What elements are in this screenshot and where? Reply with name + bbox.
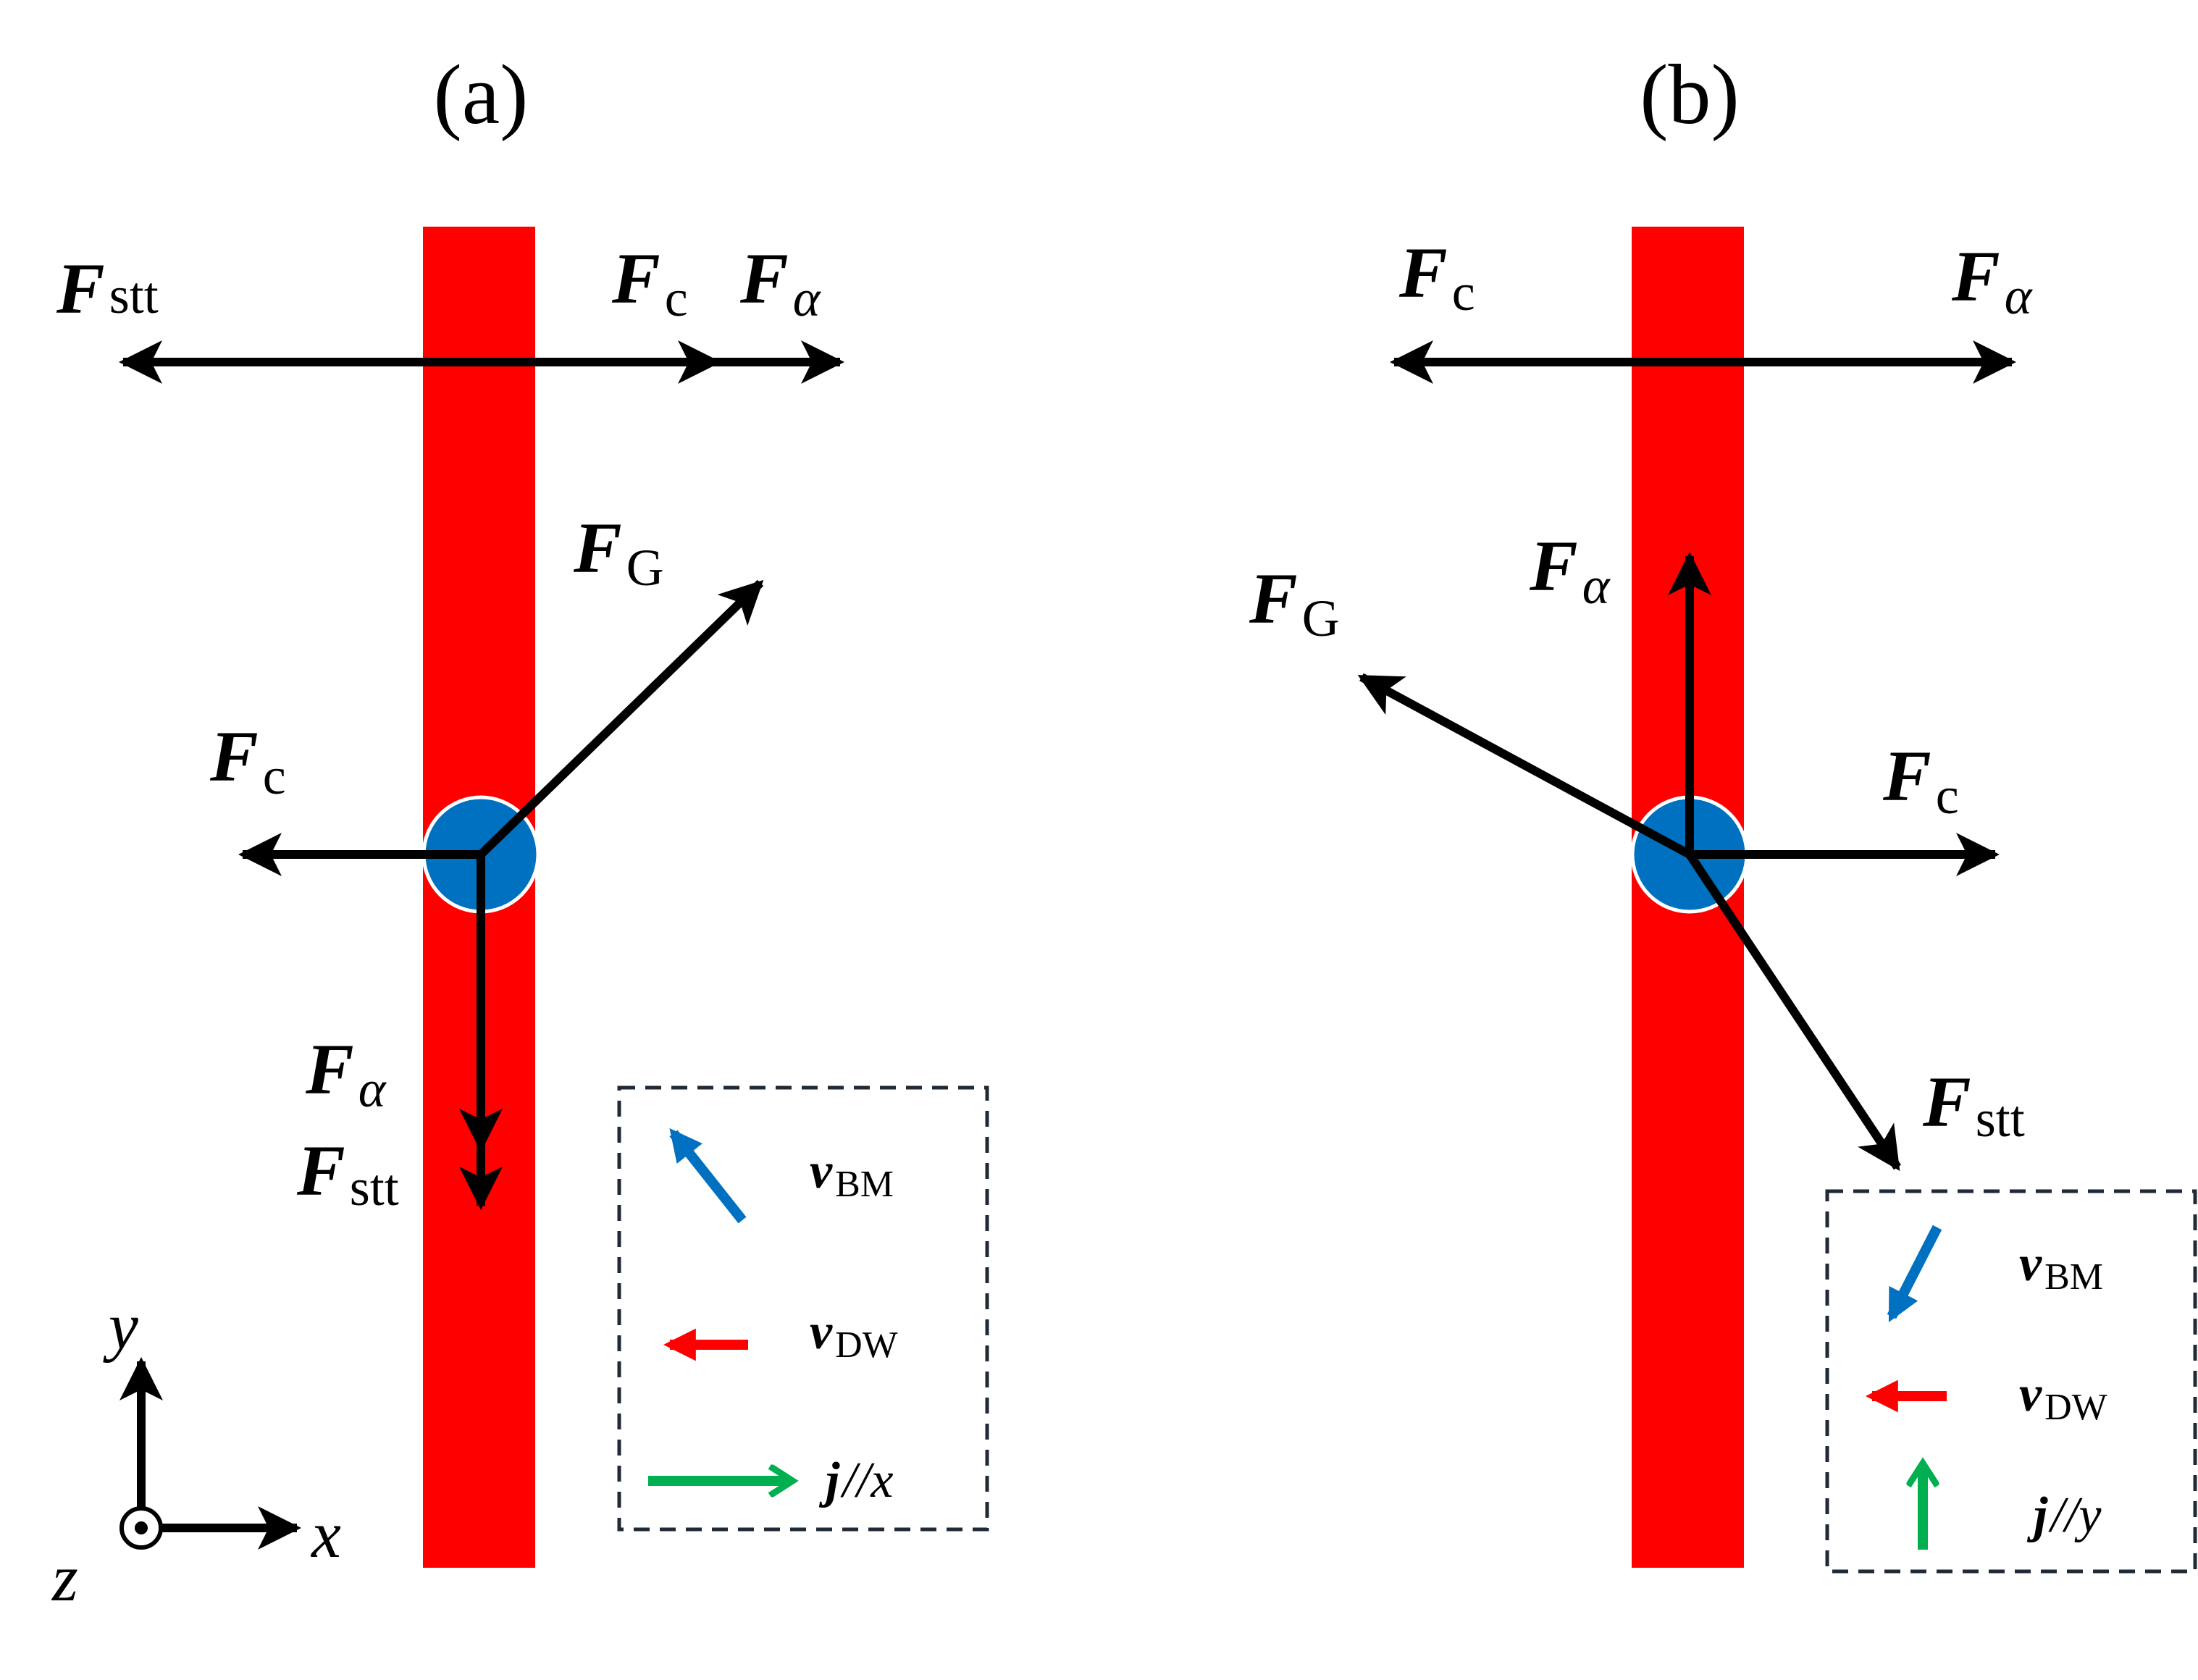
force-label-a-top-c: Fc (611, 238, 688, 327)
force-label-b-c: Fc (1882, 736, 1959, 825)
panel-a: (a) Fstt Fc Fα FG Fc Fα Fstt (51, 47, 989, 1615)
force-arrow-b-g (1357, 673, 1692, 859)
legend-a: vBM vDW j//x (617, 1085, 989, 1532)
legend-b: vBM vDW j//y (1825, 1189, 2197, 1574)
force-arrow-b-stt (1686, 852, 1901, 1171)
x-axis-label: x (310, 1498, 341, 1571)
legend-b-v-dw-label: vDW (2019, 1366, 2107, 1428)
force-label-b-stt: Fstt (1922, 1062, 2025, 1148)
z-axis-label: z (51, 1541, 78, 1615)
panel-b-label: (b) (1640, 47, 1740, 142)
force-arrow-a-g (477, 579, 764, 858)
legend-a-v-dw-label: vDW (810, 1304, 898, 1366)
coordinate-axes: y x z (51, 1289, 341, 1615)
legend-a-v-bm-arrow (669, 1127, 747, 1224)
panel-a-label: (a) (434, 47, 529, 142)
panel-b: (b) Fc Fα Fα FG Fc Fstt (1249, 47, 2197, 1574)
force-label-b-top-c: Fc (1398, 232, 1475, 322)
force-label-a-alpha: Fα (305, 1029, 387, 1118)
z-axis-dot (135, 1521, 148, 1534)
force-label-b-alpha: Fα (1529, 526, 1611, 615)
force-label-b-g: FG (1249, 558, 1340, 647)
y-axis-label: y (103, 1289, 138, 1363)
legend-a-border (617, 1085, 989, 1532)
force-label-a-c: Fc (209, 716, 286, 805)
legend-b-v-bm-arrow (1887, 1225, 1942, 1322)
force-label-b-top-alpha: Fα (1951, 236, 2033, 325)
force-label-a-top-alpha: Fα (739, 238, 821, 327)
force-label-a-top-stt: Fstt (56, 248, 159, 329)
legend-b-border (1825, 1189, 2197, 1574)
legend-b-v-bm-label: vBM (2019, 1236, 2103, 1298)
force-label-a-g: FG (573, 508, 664, 597)
legend-a-j-label: j//x (818, 1453, 893, 1508)
legend-a-v-bm-label: vBM (810, 1143, 894, 1205)
legend-b-j-label: j//y (2026, 1487, 2102, 1543)
force-label-a-stt: Fstt (296, 1130, 399, 1217)
